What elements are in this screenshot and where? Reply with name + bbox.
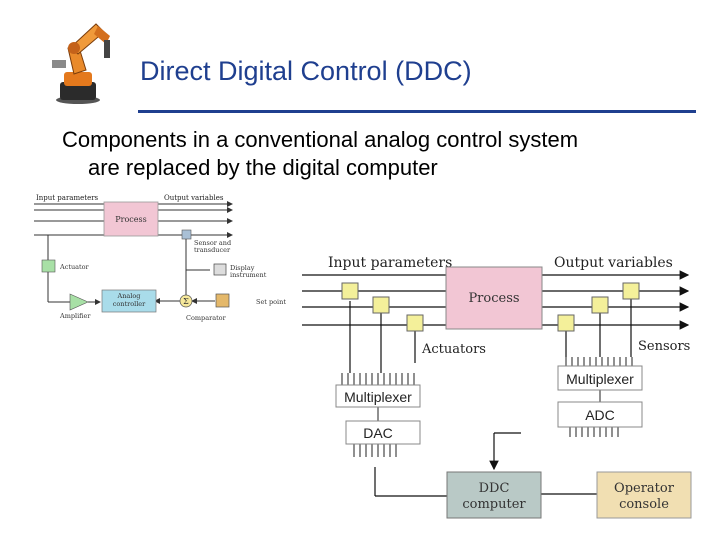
ddc-diagram: Input parameters Output variables Proces… [302,255,692,519]
ddc-adc-label: ADC [585,407,615,423]
analog-actuator-box [41,259,56,273]
actuator-3 [406,314,424,332]
sensor-2 [591,296,609,314]
ddc-adc-box [557,401,643,428]
actuator-2 [372,296,390,314]
analog-output-variables-label: Output variables [164,194,224,202]
ddc-actuators-label: Actuators [421,342,486,357]
set-point-dial-icon [215,293,230,308]
ddc-multiplexer-right-box [557,365,643,391]
ddc-dac-label: DAC [363,425,393,441]
analog-controller-label-1: Analog [117,292,141,300]
analog-controller-box [101,289,157,313]
ddc-output-variables-label: Output variables [554,255,673,271]
analog-process-box [103,201,159,237]
analog-controller-label-2: controller [113,300,146,308]
ddc-dac-box [345,420,421,445]
ddc-computer-label-1: DDC [479,481,510,496]
ddc-computer-label-2: computer [462,497,526,512]
amplifier-icon [69,293,89,311]
operator-console-label-1: Operator [614,481,675,496]
sensor-3 [622,282,640,300]
title-underline [138,110,696,113]
analog-display-label-1: Display [230,264,255,272]
analog-input-parameters-label: Input parameters [36,194,99,202]
ddc-computer-box [446,471,542,519]
analog-sensor-label-2: transducer [194,246,231,254]
ddc-multiplexer-right-label: Multiplexer [566,371,634,387]
comparator-icon [179,294,193,308]
body-line-2: are replaced by the digital computer [88,155,438,180]
ddc-process-label: Process [468,291,519,306]
operator-console-box [596,471,692,519]
sensor-1 [557,314,575,332]
body-line-1: Components in a conventional analog cont… [62,127,579,152]
slide-title: Direct Digital Control (DDC) [140,56,472,86]
comparator-symbol: Σ [183,297,189,306]
ddc-multiplexer-left-box [335,384,421,408]
ddc-input-parameters-label: Input parameters [328,255,452,271]
analog-comparator-label: Comparator [186,314,227,322]
analog-actuator-label: Actuator [59,263,90,271]
slide-body-text: Components in a conventional analog cont… [62,126,578,182]
analog-display-label-2: instrument [230,271,267,279]
analog-sensor-box [181,229,192,240]
analog-amplifier-label: Amplifier [59,312,91,320]
analog-process-label: Process [115,215,146,224]
ddc-multiplexer-left-label: Multiplexer [344,389,412,405]
operator-console-label-2: console [619,497,669,512]
analog-set-point-label: Set point [256,298,286,306]
ddc-process-box [445,266,543,330]
actuator-1 [341,282,359,300]
analog-control-diagram: Input parameters Output variables Proces… [34,194,286,322]
analog-sensor-label-1: Sensor and [194,239,231,247]
ddc-sensors-label: Sensors [638,339,690,354]
robot-logo-icon [52,23,110,104]
analog-display-instrument [213,263,227,276]
